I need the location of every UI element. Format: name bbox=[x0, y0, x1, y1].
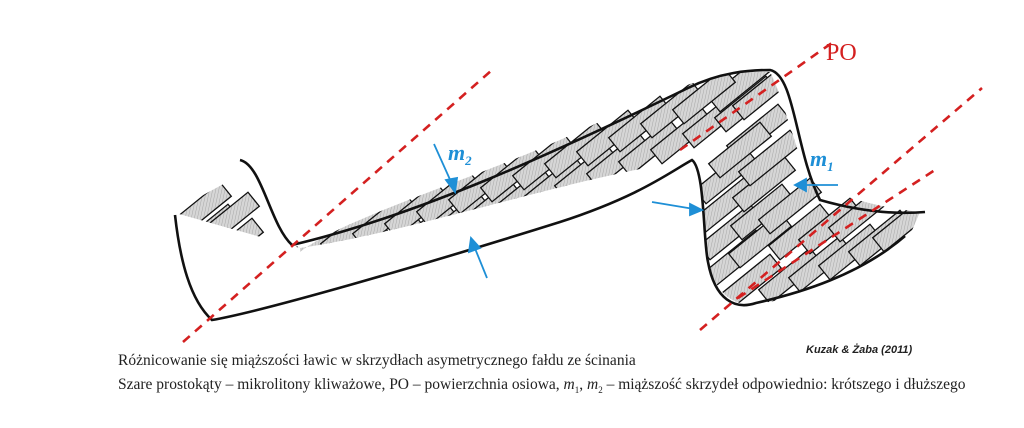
microlithon-rect bbox=[707, 121, 773, 179]
microlithon-rect bbox=[197, 243, 263, 301]
microlithon-rect bbox=[671, 71, 737, 125]
axial-plane-line-1 bbox=[182, 69, 493, 343]
credit-label: Kuzak & Żaba (2011) bbox=[806, 344, 913, 356]
caption-line-2: Szare prostokąty – mikrolitony kliważowe… bbox=[118, 376, 966, 396]
microlithon-rect bbox=[707, 71, 773, 113]
m2-label: m2 bbox=[448, 140, 472, 168]
m1-arrows bbox=[651, 177, 838, 217]
fold-lower-boundary bbox=[173, 158, 906, 322]
axial-plane-line-4 bbox=[737, 166, 939, 300]
axial-plane-line-2 bbox=[699, 87, 983, 331]
m1-label: m1 bbox=[810, 146, 834, 174]
po-label: PO bbox=[826, 40, 857, 66]
microlithon-rect bbox=[172, 255, 237, 305]
m2-arrows bbox=[433, 143, 488, 279]
microlithon-rect bbox=[173, 229, 239, 287]
caption-line-1: Różnicowanie się miąższości ławic w skrz… bbox=[118, 352, 636, 369]
microlithons bbox=[172, 71, 920, 305]
microlithon-rect bbox=[267, 243, 333, 301]
